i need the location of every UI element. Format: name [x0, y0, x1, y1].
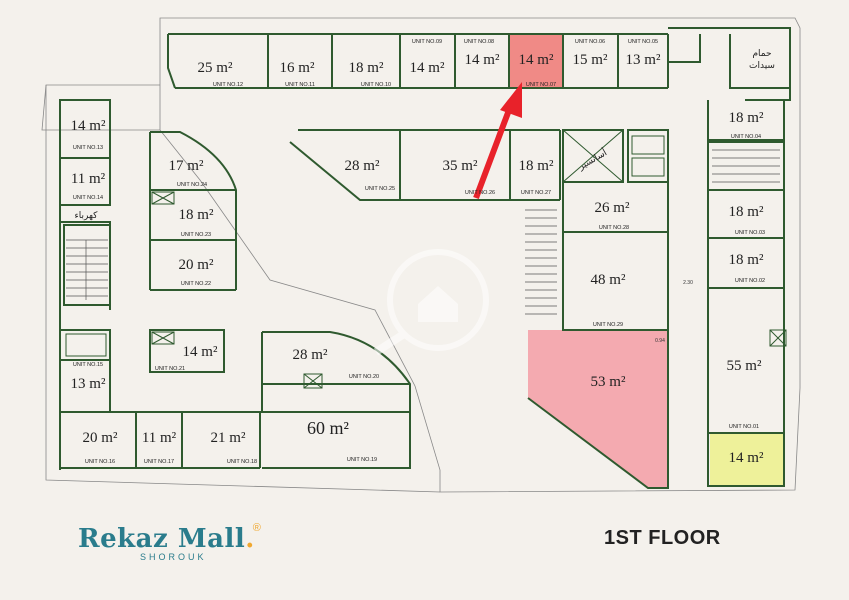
unit-number-label: UNIT NO.24: [177, 182, 207, 188]
unit-number-label: UNIT NO.27: [521, 190, 551, 196]
unit-number-label: UNIT NO.16: [85, 459, 115, 465]
elevator-label: أسانسير: [575, 146, 609, 172]
brand-subtitle: SHOROUK: [140, 552, 207, 562]
unit-number-label: UNIT NO.15: [73, 362, 103, 368]
unit-number-label: UNIT NO.14: [73, 195, 103, 201]
unit-area-label: 13 m²: [71, 376, 106, 392]
unit-number-label: UNIT NO.09: [412, 39, 442, 45]
unit-07-highlight: [509, 34, 563, 88]
unit-number-label: UNIT NO.04: [731, 134, 761, 140]
unit-area-label: 25 m²: [198, 60, 233, 76]
unit-area-label: 28 m²: [345, 158, 380, 174]
unit-14-yellow: [710, 433, 784, 486]
unit-number-label: UNIT NO.05: [628, 39, 658, 45]
unit-area-label: 18 m²: [729, 252, 764, 268]
unit-number-label: UNIT NO.08: [464, 39, 494, 45]
unit-number-label: UNIT NO.26: [465, 190, 495, 196]
brand-name: Rekaz Mall: [78, 524, 246, 554]
unit-area-label: 18 m²: [349, 60, 384, 76]
unit-area-label: 14 m²: [71, 118, 106, 134]
unit-number-label: UNIT NO.19: [347, 457, 377, 463]
stairs: [66, 149, 780, 315]
unit-area-label: 26 m²: [595, 200, 630, 216]
unit-area-label: 14 m²: [729, 450, 764, 466]
unit-area-label: 14 m²: [519, 52, 554, 68]
unit-area-label: 20 m²: [83, 430, 118, 446]
unit-number-label: UNIT NO.06: [575, 39, 605, 45]
unit-area-label: 17 m²: [169, 158, 204, 174]
unit-labels: 25 m² UNIT NO.12 16 m² UNIT NO.11 18 m² UNIT …: [71, 39, 766, 466]
unit-number-label: UNIT NO.21: [155, 366, 185, 372]
unit-area-label: 55 m²: [727, 358, 762, 374]
walls: [59, 27, 791, 489]
restroom-label-2: سيدات: [749, 61, 775, 71]
unit-number-label: UNIT NO.03: [735, 230, 765, 236]
brand-dot: .: [245, 524, 255, 554]
unit-area-label: 18 m²: [729, 204, 764, 220]
unit-number-label: UNIT NO.10: [361, 82, 391, 88]
unit-number-label: UNIT NO.28: [599, 225, 629, 231]
unit-area-label: 28 m²: [293, 347, 328, 363]
brand-registered-mark: ®: [252, 522, 261, 534]
unit-area-label: 16 m²: [280, 60, 315, 76]
unit-area-label: 21 m²: [211, 430, 246, 446]
outer-wall-left: [45, 85, 441, 493]
unit-area-label: 35 m²: [443, 158, 478, 174]
unit-number-label: UNIT NO.13: [73, 145, 103, 151]
unit-area-label: 14 m²: [183, 344, 218, 360]
floor-title: 1ST FLOOR: [604, 527, 721, 549]
unit-area-label: 11 m²: [71, 171, 106, 187]
unit-number-label: UNIT NO.25: [365, 186, 395, 192]
unit-number-label: UNIT NO.12: [213, 82, 243, 88]
unit-number-label: UNIT NO.29: [593, 322, 623, 328]
arrow-icon: [473, 82, 522, 200]
unit-area-label: 13 m²: [626, 52, 661, 68]
unit-area-label: 60 m²: [307, 418, 349, 438]
unit-number-label: UNIT NO.23: [181, 232, 211, 238]
unit-area-label: 18 m²: [729, 110, 764, 126]
unit-area-label: 48 m²: [591, 272, 626, 288]
unit-area-label: 14 m²: [410, 60, 445, 76]
unit-number-label: UNIT NO.02: [735, 278, 765, 284]
unit-area-label: 14 m²: [465, 52, 500, 68]
restroom-label-1: حمام: [752, 49, 771, 59]
unit-53-sold: [528, 330, 668, 488]
unit-number-label: UNIT NO.22: [181, 281, 211, 287]
unit-number-label: UNIT NO.17: [144, 459, 174, 465]
unit-area-label: 11 m²: [142, 430, 177, 446]
dimension-label-1: 2.30: [683, 280, 693, 286]
site-boundary: [41, 17, 801, 493]
dimension-label-2: 0.94: [655, 338, 665, 344]
unit-area-label: 20 m²: [179, 257, 214, 273]
unit-area-label: 18 m²: [179, 207, 214, 223]
unit-number-label: UNIT NO.11: [285, 82, 315, 88]
unit-number-label: UNIT NO.20: [349, 374, 379, 380]
unit-number-label: UNIT NO.01: [729, 424, 759, 430]
unit-area-label: 18 m²: [519, 158, 554, 174]
electric-room-label: كهرباء: [75, 211, 99, 221]
shaft-symbols: [65, 129, 787, 389]
unit-number-label: UNIT NO.07: [526, 82, 556, 88]
unit-area-label: 15 m²: [573, 52, 608, 68]
unit-area-label: 53 m²: [591, 374, 626, 390]
watermark-icon: [373, 249, 489, 356]
unit-number-label: UNIT NO.18: [227, 459, 257, 465]
brand-logo: Rekaz Mall.® SHOROUK: [78, 522, 263, 562]
